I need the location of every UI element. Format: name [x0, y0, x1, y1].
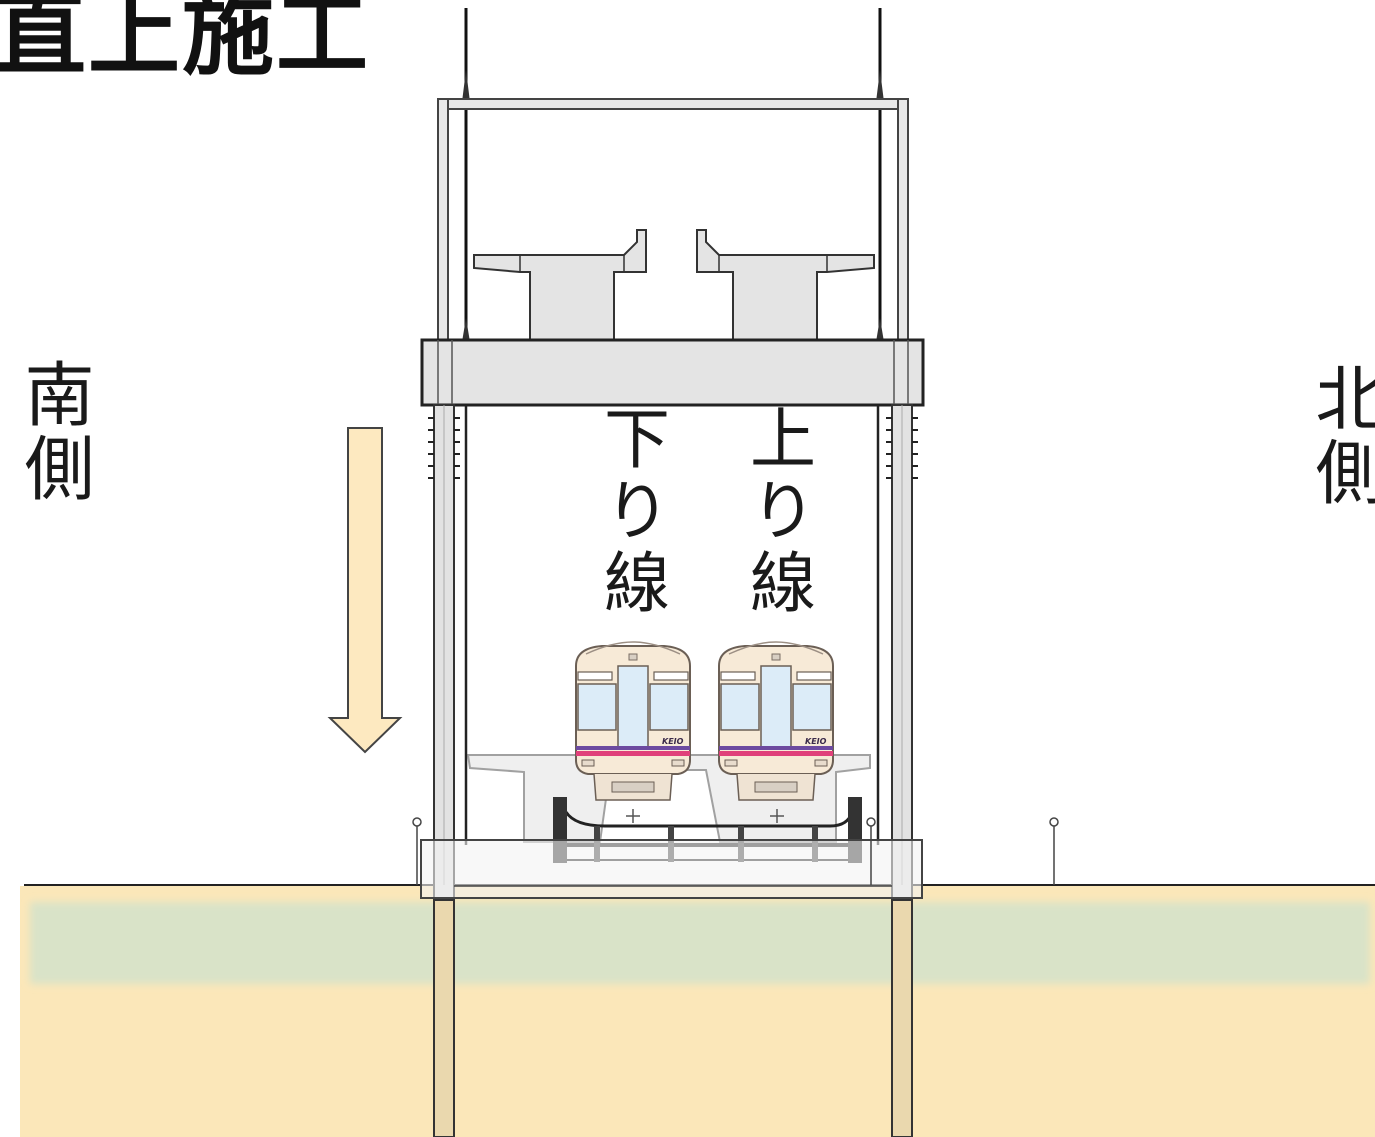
upper-deck-right: [696, 229, 875, 341]
north-side-label: 北側: [1304, 362, 1375, 510]
survey-pins: [412, 817, 1059, 885]
upper-frame-left-post: [437, 98, 449, 344]
downward-arrow: [327, 427, 403, 754]
groundwater-band: [30, 902, 1370, 984]
upper-frame-beam: [437, 98, 909, 110]
upper-deck-left: [473, 229, 647, 341]
diagram-title: 直上施工: [0, 0, 371, 88]
south-side-label: 南側: [13, 358, 95, 506]
upper-frame-right-post: [897, 98, 909, 344]
up-line-label: 上り線: [739, 404, 816, 620]
down-line-label: 下り線: [593, 404, 670, 620]
support-crossbeam: [420, 338, 925, 407]
foundation-slab: [420, 839, 923, 899]
column-anchors-right: [886, 417, 918, 479]
column-anchors-left: [428, 417, 460, 479]
